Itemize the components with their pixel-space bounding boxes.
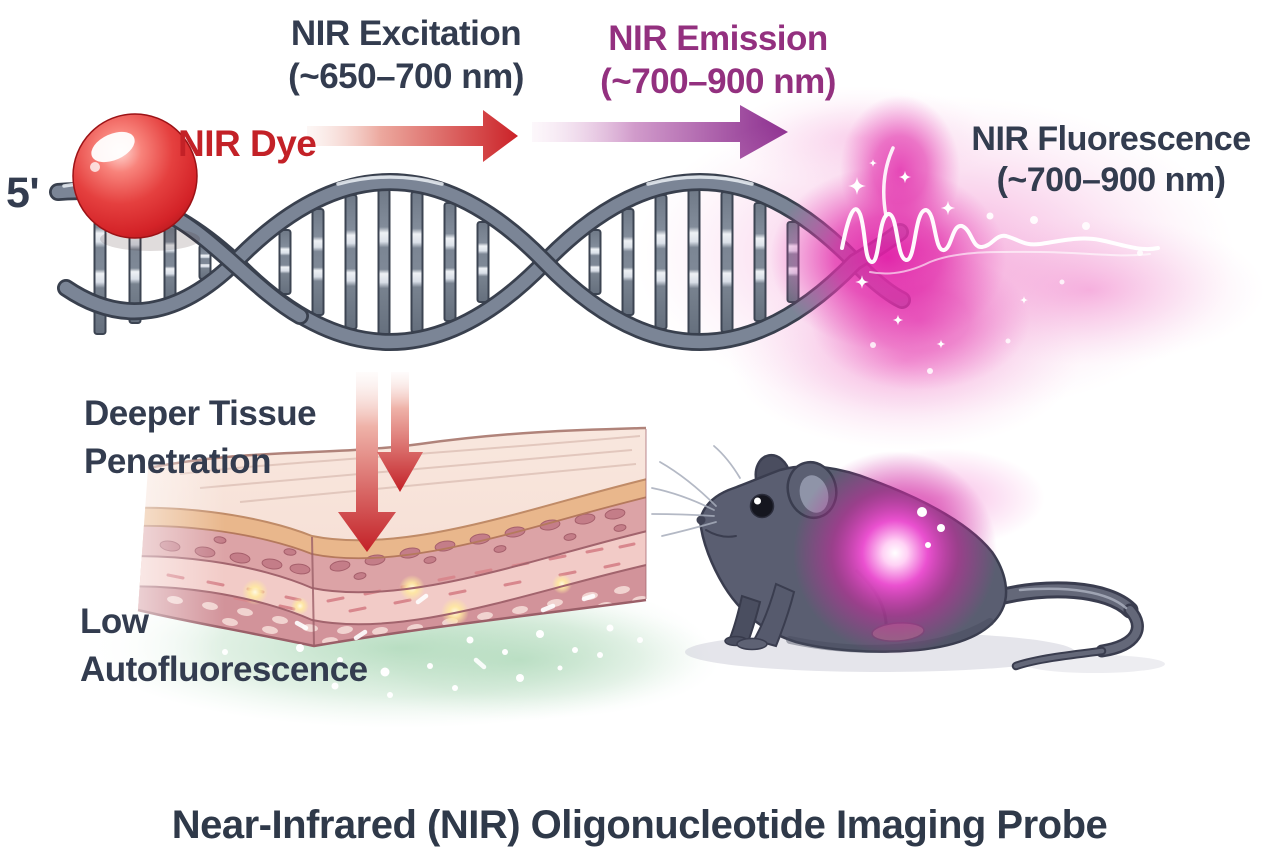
fluorescence-label: NIR Fluorescence (~700–900 nm) (946, 119, 1276, 202)
mouse-illustration (651, 445, 1165, 673)
five-prime-label: 5' (6, 169, 40, 217)
fluorescence-label-range: (~700–900 nm) (996, 161, 1226, 200)
mouse-tail (987, 581, 1144, 671)
nir-dye-label: NIR Dye (178, 123, 317, 164)
mouse-eye (749, 493, 775, 519)
mouse-whiskers (651, 445, 741, 537)
penetration-arrow-long (338, 372, 396, 552)
emission-squiggle (840, 146, 1160, 275)
diagram-title: Near-Infrared (NIR) Oligonucleotide Imag… (171, 803, 1108, 847)
excitation-label-range: (~650–700 nm) (288, 56, 524, 96)
mouse-nose (696, 515, 706, 525)
mouse-front-leg-far (728, 594, 762, 644)
autofluorescence-line2: Autofluorescence (80, 650, 368, 690)
autofluorescence-speckles (222, 593, 643, 698)
emission-arrow (532, 105, 788, 159)
emission-label-line1: NIR Emission (608, 19, 828, 58)
penetration-arrow-short (377, 372, 423, 492)
excitation-label: NIR Excitation (~650–700 nm) (250, 13, 562, 98)
tissue-corner-edge (311, 536, 315, 646)
tissue-penetration-label: Deeper Tissue Penetration (84, 390, 317, 487)
autofluorescence-label: Low Autofluorescence (80, 598, 368, 695)
tissue-penetration-line2: Penetration (84, 442, 272, 482)
dna-crossover-patch (161, 206, 309, 325)
mouse-glow (793, 451, 997, 655)
emission-label: NIR Emission (~700–900 nm) (568, 18, 868, 103)
sphere-specular-highlight (91, 131, 135, 163)
excitation-label-line1: NIR Excitation (290, 14, 522, 53)
mouse-front-paw (736, 637, 768, 651)
fluorescence-core (770, 95, 1030, 390)
tissue-penetration-line1: Deeper Tissue (84, 394, 317, 433)
fluorescence-label-line1: NIR Fluorescence (971, 120, 1251, 158)
tissue-cross-section (70, 425, 647, 660)
mouse-eye-glint (754, 497, 761, 505)
autofluorescence-line1: Low (80, 602, 149, 641)
dna-base-pair-rungs (93, 188, 800, 336)
fluorescence-sparkles (848, 158, 1143, 374)
tissue-left-fade (70, 425, 225, 660)
excitation-arrow (307, 110, 518, 162)
nir-dye-sphere (72, 113, 200, 251)
emission-label-range: (~700–900 nm) (600, 61, 836, 101)
mouse-front-leg (752, 582, 796, 648)
mouse-glow-dots (917, 507, 945, 548)
flash-streak (882, 146, 895, 218)
mouse-mouth (705, 529, 737, 538)
